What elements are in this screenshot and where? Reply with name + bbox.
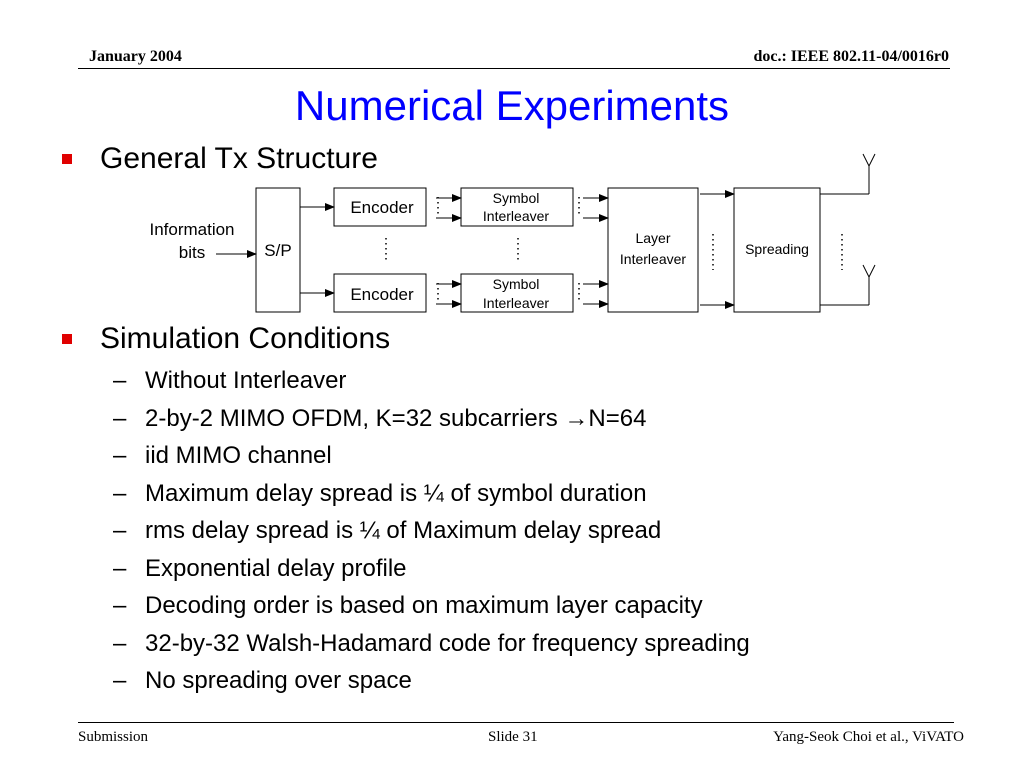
condition-item: –No spreading over space xyxy=(113,667,412,694)
footer-slide-number: Slide 31 xyxy=(488,729,538,745)
condition-item: –2-by-2 MIMO OFDM, K=32 subcarriers →N=6… xyxy=(113,405,647,432)
sp-label: S/P xyxy=(264,241,291,260)
symbol-interleaver-bottom-block xyxy=(460,273,574,313)
spreading-block xyxy=(733,187,821,313)
bullet-text: Simulation Conditions xyxy=(100,322,391,355)
condition-item: –Decoding order is based on maximum laye… xyxy=(113,592,703,619)
footer-author: Yang-Seok Choi et al., ViVATO xyxy=(773,729,964,745)
header-date: January 2004 xyxy=(89,48,182,65)
header-doc-id: doc.: IEEE 802.11-04/0016r0 xyxy=(753,48,949,65)
symbol-interleaver-top-block xyxy=(460,187,574,227)
footer-rule xyxy=(78,722,954,723)
encoder-bottom-label: Encoder xyxy=(350,285,414,304)
layer-interleaver-block xyxy=(607,187,699,313)
encoder-top-label: Encoder xyxy=(350,198,414,217)
layer-label-2: Interleaver xyxy=(620,251,686,267)
condition-item: –Maximum delay spread is ¼ of symbol dur… xyxy=(113,480,647,507)
tx-structure-diagram: Information bits S/P Encoder Encoder Sym… xyxy=(149,153,876,313)
footer-submission: Submission xyxy=(78,729,149,745)
interleaver-bottom-label-1: Symbol xyxy=(493,276,540,292)
condition-item: –iid MIMO channel xyxy=(113,442,332,469)
layer-label-1: Layer xyxy=(635,230,670,246)
spreading-label: Spreading xyxy=(745,241,809,257)
slide-title: Numerical Experiments xyxy=(294,82,730,129)
bullet-square-icon xyxy=(62,154,72,164)
header-rule xyxy=(78,68,950,69)
interleaver-bottom-label-2: Interleaver xyxy=(483,295,549,311)
bits-label: bits xyxy=(179,243,205,262)
condition-item: –32-by-32 Walsh-Hadamard code for freque… xyxy=(113,630,750,657)
bullet-square-icon xyxy=(62,334,72,344)
condition-item: –Exponential delay profile xyxy=(113,555,407,582)
condition-item: –Without Interleaver xyxy=(113,367,347,394)
antenna-icon xyxy=(862,153,876,278)
interleaver-top-label-2: Interleaver xyxy=(483,208,549,224)
information-label: Information xyxy=(149,220,234,239)
interleaver-top-label-1: Symbol xyxy=(493,190,540,206)
condition-item: –rms delay spread is ¼ of Maximum delay … xyxy=(113,517,662,544)
bullet-text: General Tx Structure xyxy=(100,142,378,175)
